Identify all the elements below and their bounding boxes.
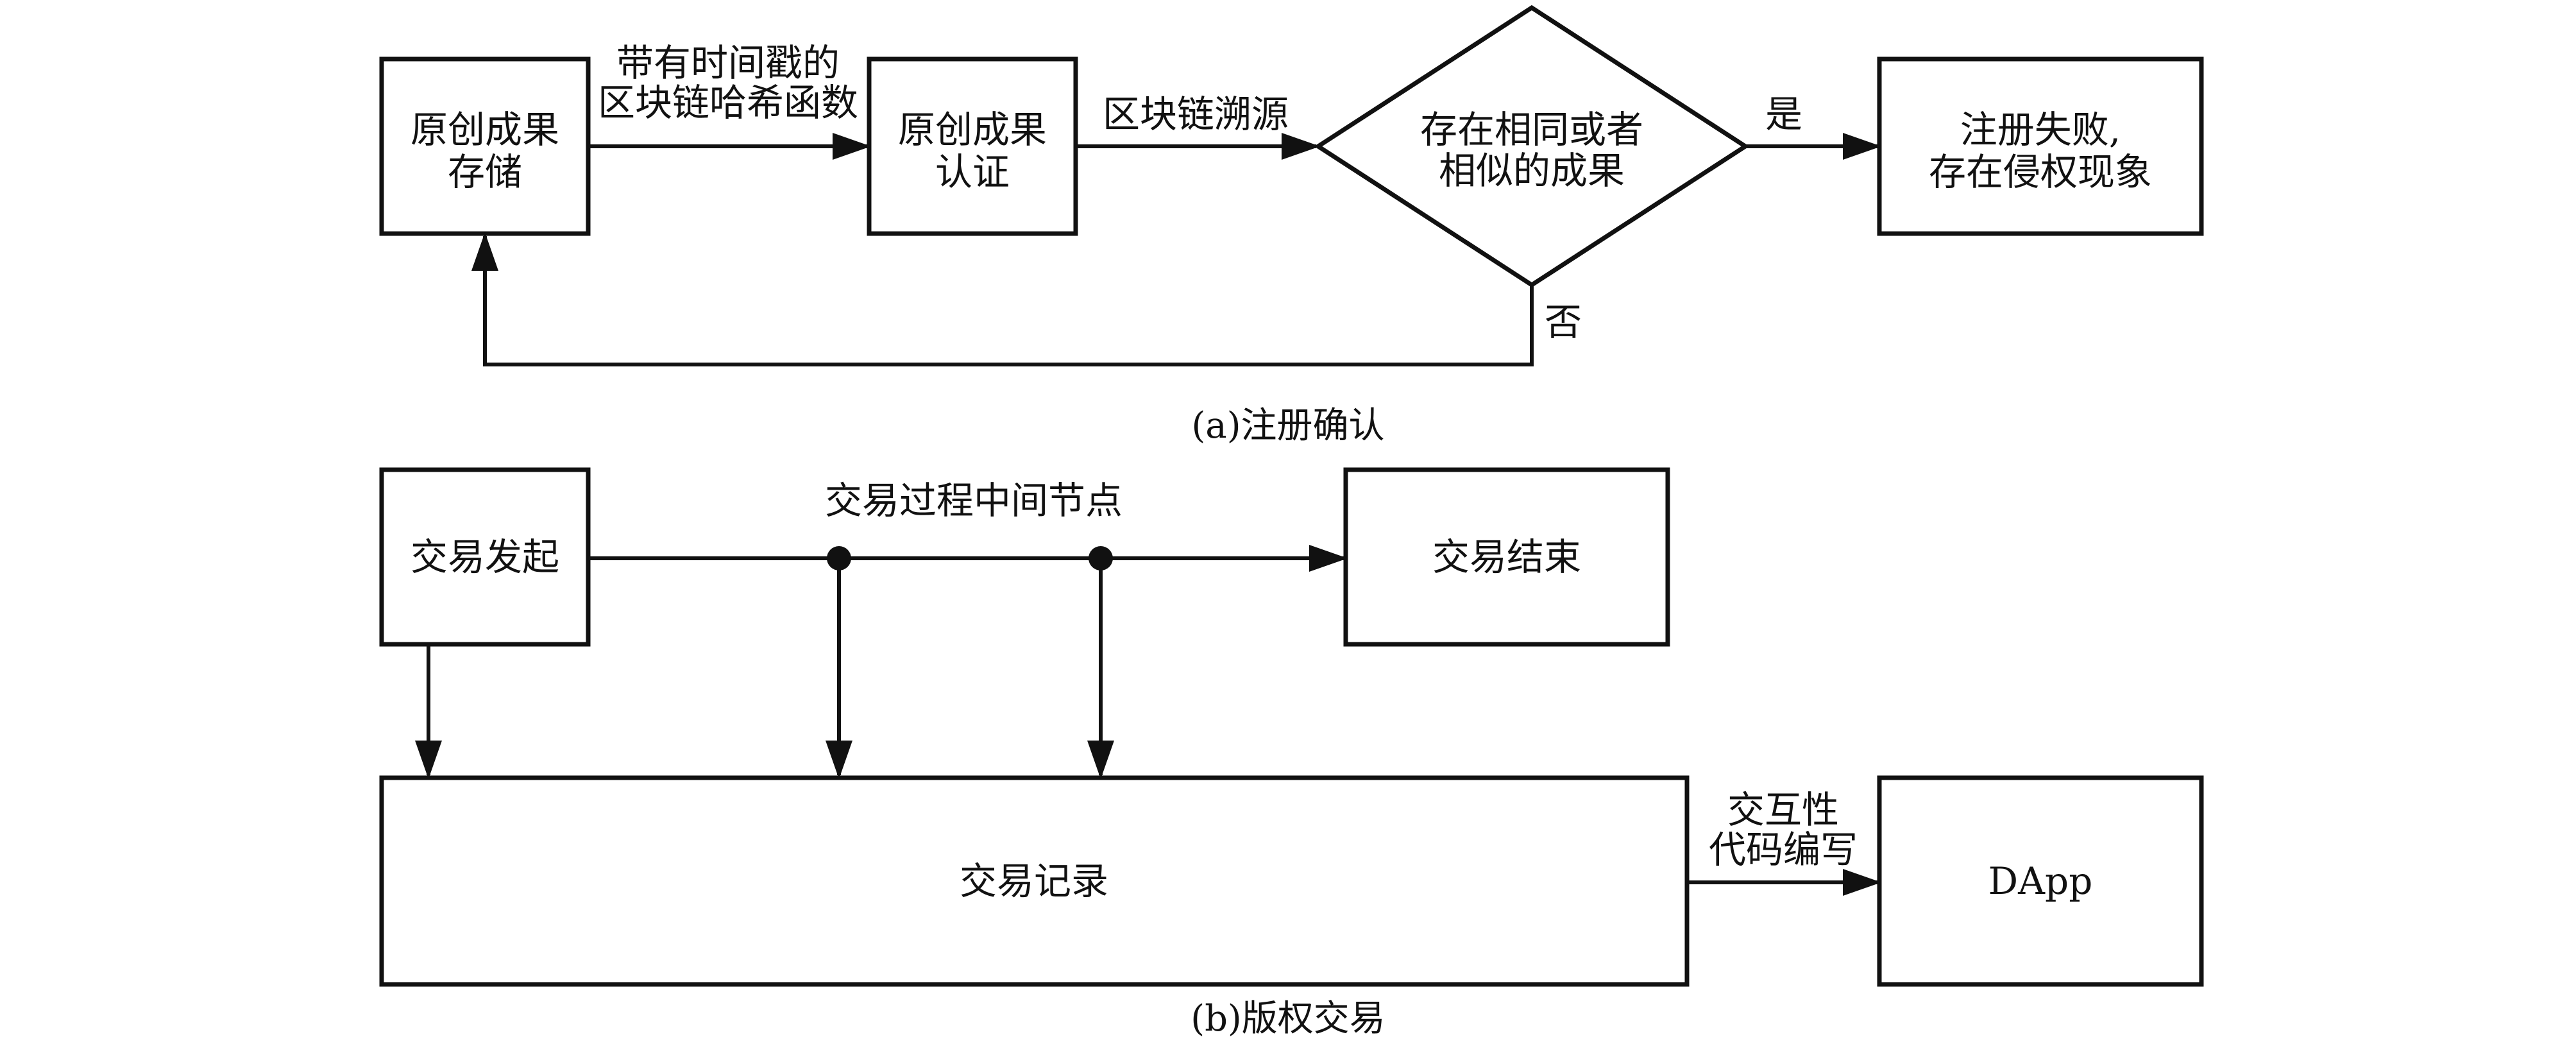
- trace-edge-label: 区块链溯源: [1103, 92, 1289, 136]
- code-edge-label-line1: 交互性: [1727, 788, 1839, 832]
- arrow-decision-no-feedback: [471, 232, 1534, 366]
- code-edge-label-line2: 代码编写: [1709, 828, 1858, 871]
- dapp-label: DApp: [1988, 859, 2093, 903]
- registration-failed-label-line2: 存在侵权现象: [1929, 150, 2152, 194]
- trade-record-label: 交易记录: [960, 859, 1108, 903]
- original-storage-label-line1: 原创成果: [411, 108, 559, 151]
- original-storage-box: [379, 56, 591, 236]
- caption-a: (a)注册确认: [1191, 405, 1384, 447]
- trade-start-label: 交易发起: [411, 535, 559, 579]
- dapp-box: [1877, 775, 2204, 987]
- hash-edge-label-line2: 区块链哈希函数: [598, 81, 858, 124]
- yes-label: 是: [1765, 92, 1802, 136]
- part-a-registration: 原创成果 存储 带有时间戳的 区块链哈希函数 原创成果 认证 区块链溯源 存在相…: [379, 4, 2204, 447]
- original-storage-label-line2: 存储: [448, 150, 522, 194]
- hash-edge-label-line1: 带有时间戳的: [616, 41, 840, 85]
- trade-start-box: [379, 467, 591, 647]
- decision-label-line1: 存在相同或者: [1420, 108, 1643, 151]
- trade-end-box: [1343, 467, 1670, 647]
- original-auth-label-line1: 原创成果: [898, 108, 1047, 151]
- middle-nodes-label: 交易过程中间节点: [825, 479, 1123, 522]
- registration-failed-label-line1: 注册失败,: [1960, 108, 2121, 151]
- caption-b: (b)版权交易: [1191, 998, 1385, 1040]
- registration-failed-box: [1877, 56, 2204, 236]
- trade-end-label: 交易结束: [1432, 535, 1581, 579]
- original-auth-box: [867, 56, 1078, 236]
- part-b-copyright-trade: 交易发起 交易过程中间节点 交易结束 交易记录 交互性 代码编写 DApp (b…: [379, 467, 2204, 1040]
- decision-label-line2: 相似的成果: [1439, 149, 1625, 193]
- no-label: 否: [1545, 300, 1582, 344]
- trade-record-box: [379, 775, 1690, 987]
- original-auth-label-line2: 认证: [935, 150, 1010, 194]
